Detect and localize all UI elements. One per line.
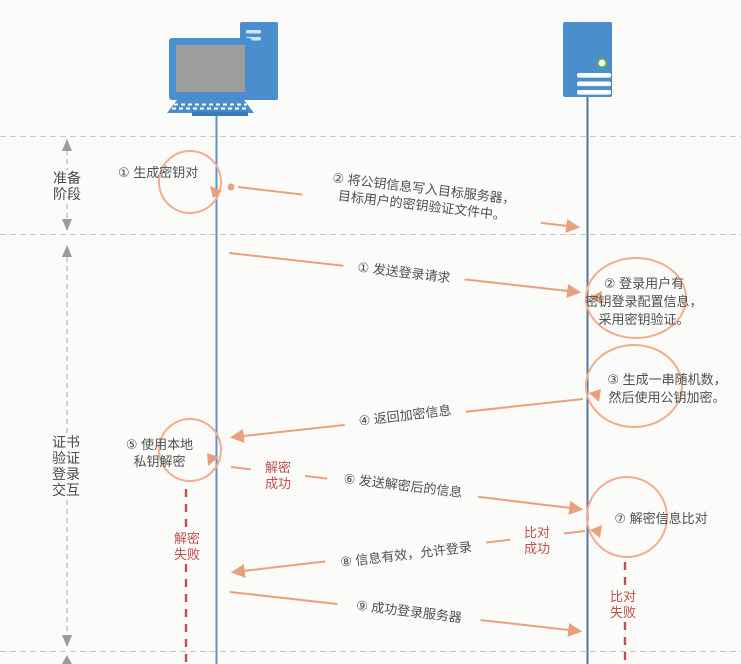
phase3-extent-arrow-stub <box>62 655 72 664</box>
desktop-computer-icon <box>167 22 278 116</box>
self-loop-generate-random <box>585 344 683 428</box>
login-step3-label: ③ 生成一串随机数， 然后使用公钥加密。 <box>607 372 727 405</box>
loop-arrowhead <box>589 389 601 402</box>
phase2-label: 证书 验证 登录 交互 <box>46 434 86 498</box>
self-loop-generate-keypair <box>158 150 222 214</box>
login-step7-label: ⑦ 解密信息比对 <box>614 511 708 526</box>
compare-success-label: 比对 成功 <box>510 525 564 557</box>
decrypt-fail-label: 解密 失败 <box>160 531 214 563</box>
decrypt-success-label: 解密 成功 <box>251 460 305 492</box>
self-loop-compare-info <box>586 476 668 558</box>
compare-fail-label: 比对 失败 <box>596 589 650 621</box>
phase1-label: 准备 阶段 <box>46 170 88 202</box>
loop-arrowhead <box>207 453 219 466</box>
loop-arrowhead <box>590 525 602 538</box>
loop-arrowhead <box>210 186 222 198</box>
server-power-icon <box>596 57 608 69</box>
self-loop-check-key-config <box>585 257 687 339</box>
login-step2-label: ② 登录用户有 密钥登录配置信息， 采用密钥验证。 <box>585 276 703 327</box>
loop-arrowhead <box>590 291 602 304</box>
login-step5-label: ⑤ 使用本地 私钥解密 <box>125 437 194 469</box>
self-loop-decrypt-local <box>158 418 222 482</box>
loop-junction-dot <box>227 183 235 191</box>
prep-step1-label: ① 生成密钥对 <box>118 165 199 180</box>
server-tower-icon <box>563 22 612 97</box>
phase1-extent-arrow <box>62 139 72 231</box>
